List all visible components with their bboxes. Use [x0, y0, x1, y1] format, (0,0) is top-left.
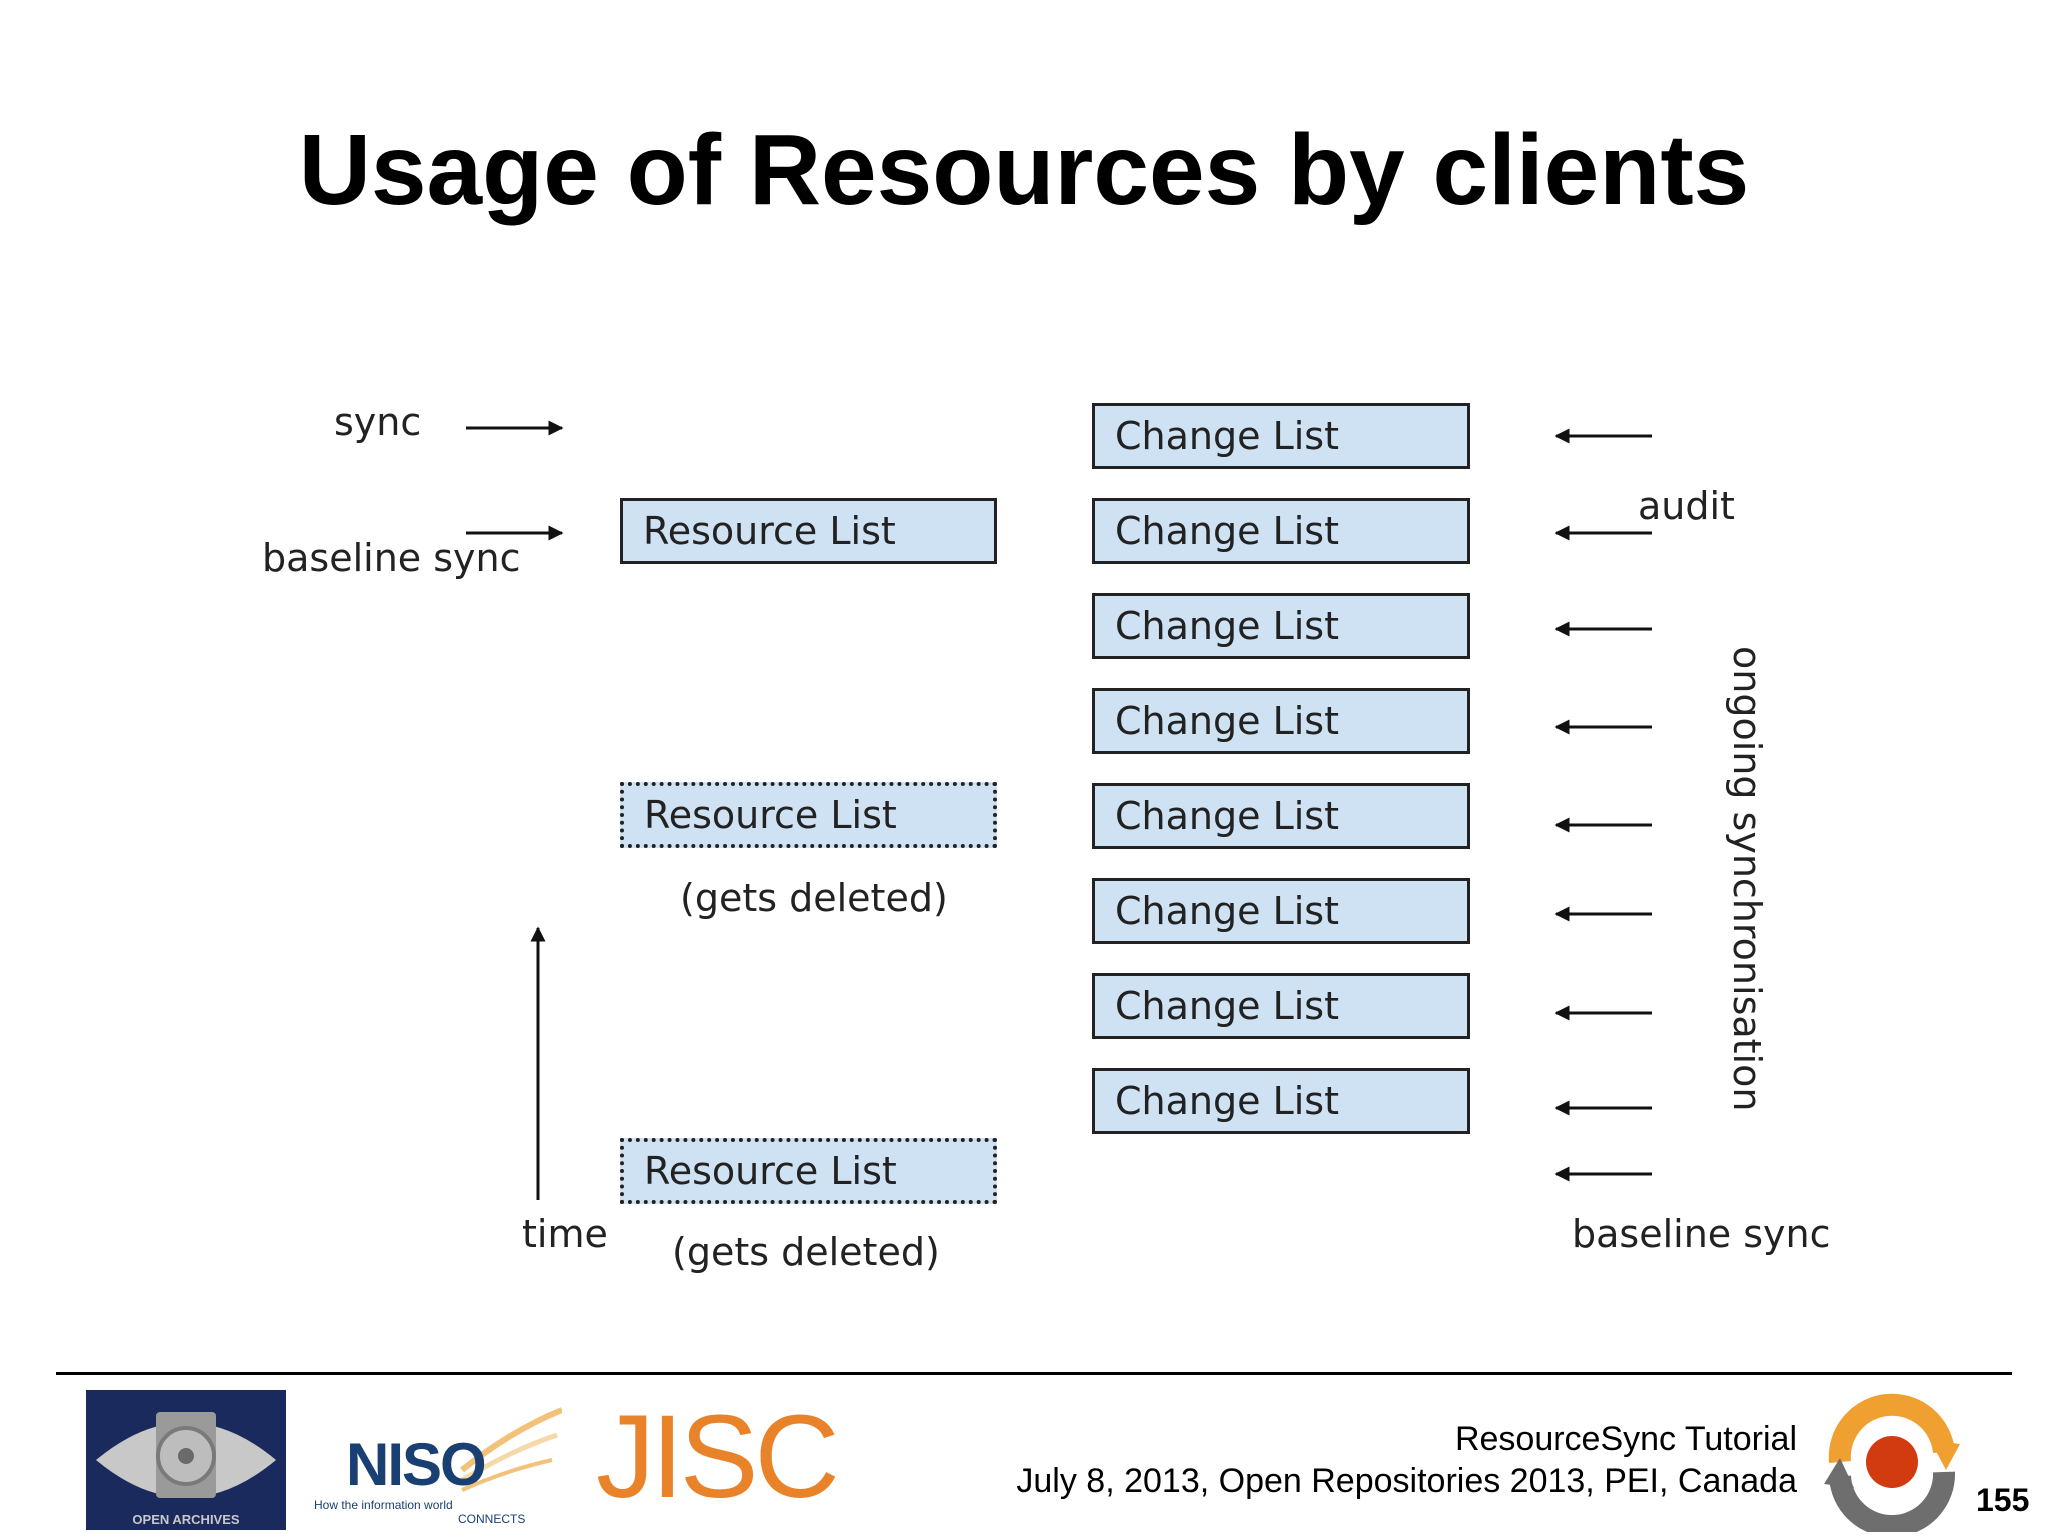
- audit-label: audit: [1638, 484, 1735, 528]
- diagram-arrows: [466, 420, 1652, 1200]
- resource-list-box-deleted: Resource List: [620, 782, 997, 848]
- niso-tagline: How the information world: [314, 1498, 453, 1512]
- page-number: 155: [1976, 1482, 2030, 1518]
- sync-diagram: sync baseline sync time Resource List Re…: [262, 400, 1831, 1274]
- resourcesync-logo: [1818, 1392, 1966, 1537]
- jisc-logo: JISC: [596, 1391, 840, 1523]
- change-list-box: Change List: [1092, 688, 1470, 754]
- change-list-box: Change List: [1092, 593, 1470, 659]
- change-list-box: Change List: [1092, 783, 1470, 849]
- slide-title: Usage of Resources by clients: [298, 114, 1750, 226]
- change-list-box: Change List: [1092, 878, 1470, 944]
- eye-icon: [96, 1412, 276, 1498]
- open-archives-logo: OPEN ARCHIVES: [86, 1390, 286, 1530]
- baseline-sync-label: baseline sync: [262, 536, 521, 580]
- niso-swoosh-icon: [460, 1407, 562, 1492]
- time-label: time: [522, 1212, 608, 1256]
- footer-event-info: July 8, 2013, Open Repositories 2013, PE…: [1016, 1462, 1797, 1500]
- change-list-box: Change List: [1092, 498, 1470, 564]
- sync-cycle-icon: [1824, 1393, 1960, 1537]
- ongoing-synchronisation-label: ongoing synchronisation: [1725, 646, 1769, 1112]
- sync-label: sync: [334, 400, 422, 444]
- footer-tutorial-title: ResourceSync Tutorial: [1454, 1420, 1797, 1458]
- change-list-box: Change List: [1092, 973, 1470, 1039]
- baseline-sync-label-right: baseline sync: [1572, 1212, 1831, 1256]
- niso-tagline-connects: CONNECTS: [458, 1512, 526, 1526]
- open-archives-text: OPEN ARCHIVES: [132, 1512, 240, 1527]
- change-list-box: Change List: [1092, 403, 1470, 469]
- change-list-box: Change List: [1092, 1068, 1470, 1134]
- gets-deleted-caption: (gets deleted): [672, 1230, 940, 1274]
- niso-logo: NISO How the information world CONNECTS: [312, 1400, 562, 1530]
- resource-list-box: Resource List: [620, 498, 997, 564]
- resource-list-box-deleted: Resource List: [620, 1138, 997, 1204]
- footer-divider: [56, 1372, 2012, 1375]
- gets-deleted-caption: (gets deleted): [680, 876, 948, 920]
- niso-text: NISO: [346, 1431, 487, 1498]
